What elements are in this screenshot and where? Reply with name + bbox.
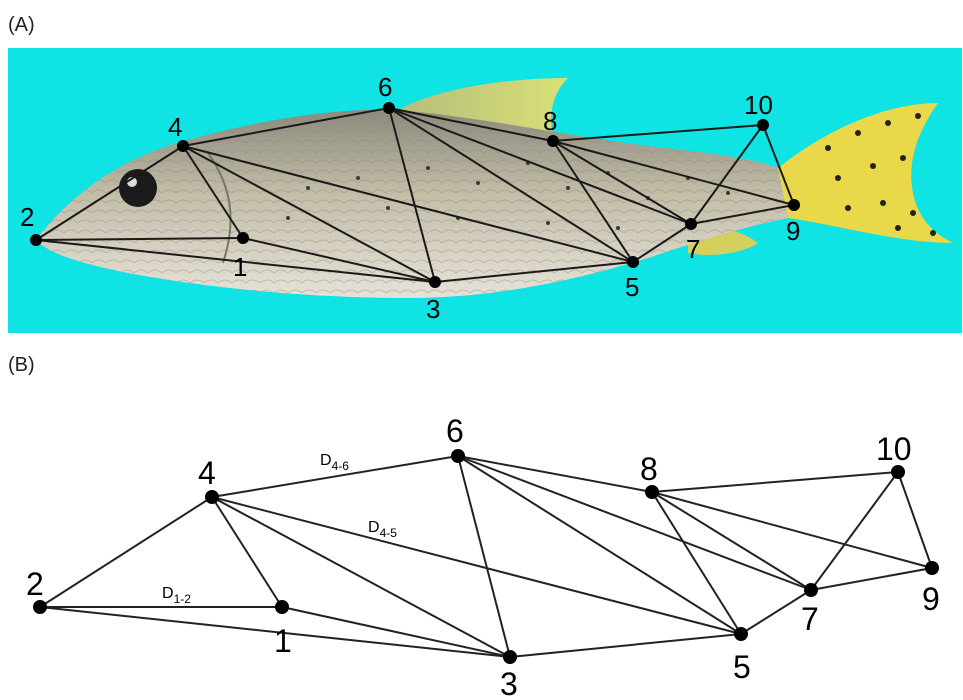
diagram-landmark-point-5 xyxy=(734,627,748,641)
diagram-edge-8-9 xyxy=(652,492,932,568)
photo-landmark-label-5: 5 xyxy=(625,272,639,302)
diagram-edge-1-3 xyxy=(282,607,510,657)
diagram-landmark-point-2 xyxy=(33,600,47,614)
fish-photo: 1 2 3 4 5 6 7 8 9 10 xyxy=(8,48,962,333)
diagram-points: 1 2 3 4 5 6 7 8 9 10 xyxy=(26,413,940,700)
diagram-landmark-point-7 xyxy=(804,583,818,597)
diagram-edges xyxy=(40,456,932,657)
diagram-landmark-label-5: 5 xyxy=(733,649,751,685)
photo-landmark-label-8: 8 xyxy=(543,106,557,136)
photo-edge-8-10 xyxy=(553,125,763,141)
diagram-landmark-label-6: 6 xyxy=(446,413,464,449)
diagram-edge-7-9 xyxy=(811,568,932,590)
diagram-landmark-label-8: 8 xyxy=(640,451,658,487)
diagram-landmark-point-8 xyxy=(645,485,659,499)
diagram-landmark-point-9 xyxy=(925,561,939,575)
distance-label-d46: D4-6 xyxy=(320,452,349,473)
photo-landmark-label-7: 7 xyxy=(686,234,700,264)
diagram-landmark-point-4 xyxy=(205,490,219,504)
photo-landmark-label-10: 10 xyxy=(744,90,773,120)
diagram-landmark-label-9: 9 xyxy=(922,581,940,617)
landmark-diagram: 1 2 3 4 5 6 7 8 9 10 D1-2 D4-6D4-5 xyxy=(0,400,963,700)
photo-landmark-point-5 xyxy=(627,256,639,268)
diagram-edge-7-10 xyxy=(811,472,898,590)
diagram-edge-8-10 xyxy=(652,472,898,492)
photo-landmark-label-1: 1 xyxy=(233,252,247,282)
diagram-landmark-point-6 xyxy=(451,449,465,463)
diagram-edge-2-4 xyxy=(40,497,212,607)
photo-landmark-label-3: 3 xyxy=(426,294,440,324)
diagram-landmark-label-2: 2 xyxy=(26,566,44,602)
diagram-edge-3-4 xyxy=(212,497,510,657)
distance-label-d12: D1-2 xyxy=(162,585,191,606)
fish-photo-panel: 1 2 3 4 5 6 7 8 9 10 xyxy=(8,48,962,333)
photo-landmark-point-9 xyxy=(788,199,800,211)
photo-landmark-point-2 xyxy=(30,234,42,246)
diagram-edge-9-10 xyxy=(898,472,932,568)
diagram-landmark-label-10: 10 xyxy=(876,431,912,467)
photo-landmark-label-6: 6 xyxy=(378,72,392,102)
photo-landmark-point-10 xyxy=(757,119,769,131)
photo-landmark-point-6 xyxy=(383,102,395,114)
diagram-edge-4-5 xyxy=(212,497,741,634)
photo-landmark-point-1 xyxy=(237,232,249,244)
photo-landmark-point-7 xyxy=(685,218,697,230)
diagram-edge-3-5 xyxy=(510,634,741,657)
photo-landmark-point-8 xyxy=(547,135,559,147)
photo-landmark-label-2: 2 xyxy=(20,202,34,232)
diagram-edge-7-8 xyxy=(652,492,811,590)
diagram-landmark-label-1: 1 xyxy=(274,623,292,659)
diagram-landmark-point-10 xyxy=(891,465,905,479)
diagram-landmark-label-7: 7 xyxy=(801,601,819,637)
panel-a-label: (A) xyxy=(8,14,35,37)
distance-label-d45: D4-5 xyxy=(368,519,397,540)
photo-landmark-label-4: 4 xyxy=(168,112,182,142)
diagram-landmark-label-4: 4 xyxy=(198,455,216,491)
diagram-landmark-point-3 xyxy=(503,650,517,664)
diagram-edge-6-7 xyxy=(458,456,811,590)
photo-landmark-label-9: 9 xyxy=(786,216,800,246)
diagram-edge-1-4 xyxy=(212,497,282,607)
caudal-fin xyxy=(778,103,953,243)
diagram-landmark-point-1 xyxy=(275,600,289,614)
diagram-edge-3-6 xyxy=(458,456,510,657)
panel-b-label: (B) xyxy=(8,354,35,377)
photo-landmark-point-3 xyxy=(429,276,441,288)
diagram-landmark-label-3: 3 xyxy=(500,666,518,700)
